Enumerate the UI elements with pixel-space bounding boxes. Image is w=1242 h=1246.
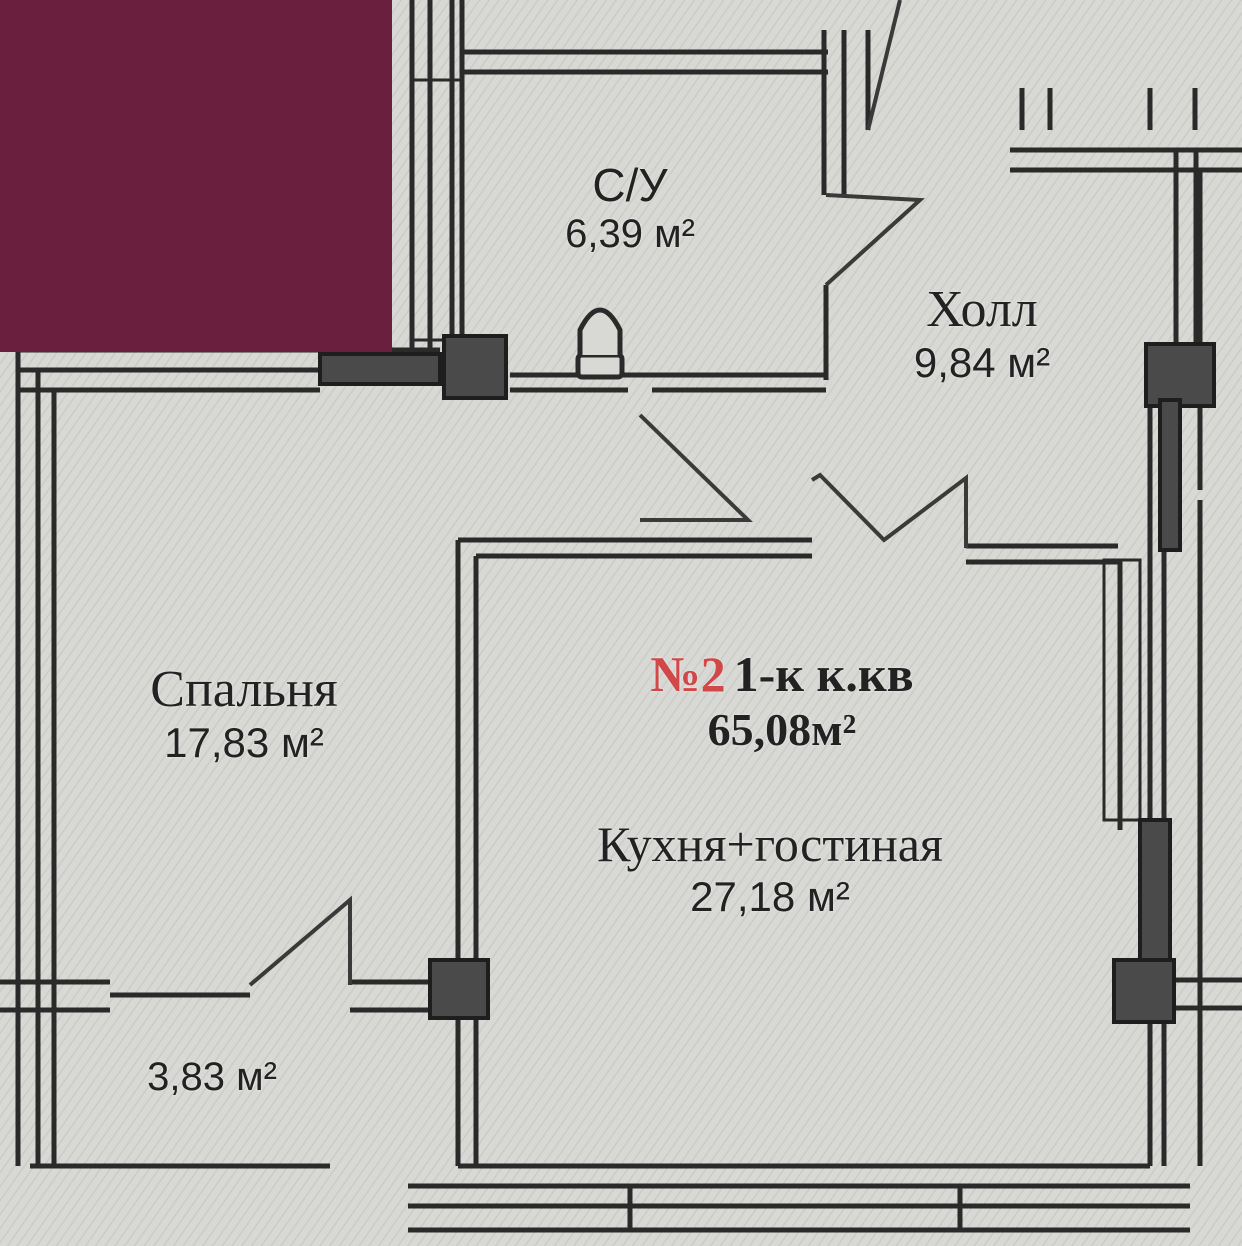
balcony-divider (0, 979, 440, 1013)
bathroom-door (824, 193, 925, 287)
top-wall (462, 49, 828, 75)
hall-door (638, 413, 753, 522)
bathroom-bottom-wall (510, 372, 826, 393)
apartment-total-area: 65,08м² (707, 704, 857, 755)
bathroom-name: С/У (592, 159, 668, 211)
pillar-kitchen-right-wall (1138, 818, 1172, 962)
kitchen-left-wall (455, 540, 479, 1166)
hall-right-wall (1173, 150, 1199, 360)
redaction-block (0, 0, 392, 352)
bedroom-left-wall (15, 350, 57, 1166)
pillar-hall-wall (1158, 398, 1182, 552)
kitchen-window-frame (1102, 558, 1142, 822)
hall-name: Холл (926, 281, 1038, 338)
apartment-type: 1-к к.кв (733, 646, 914, 702)
right-edge-wall (1170, 170, 1242, 1166)
kitchen-area: 27,18 м² (690, 873, 850, 920)
kitchen-bottom-wall (408, 1163, 1190, 1233)
bathroom-label: С/У 6,39 м² (565, 158, 695, 257)
apartment-title: №2 1-к к.кв (650, 645, 913, 703)
pillar-bathroom (442, 334, 508, 400)
apartment-label: №2 1-к к.кв 65,08м² (650, 645, 913, 756)
bedroom-name: Спальня (150, 661, 338, 718)
kitchen-label: Кухня+гостиная 27,18 м² (597, 815, 943, 921)
hall-label: Холл 9,84 м² (914, 280, 1050, 387)
kitchen-door (810, 472, 968, 548)
bedroom-label: Спальня 17,83 м² (150, 660, 337, 767)
entrance-door (866, 0, 902, 131)
pillar-bedroom-top (318, 352, 442, 386)
hall-top-wall (1010, 88, 1242, 173)
door-swings (248, 0, 968, 987)
hall-area: 9,84 м² (913, 339, 1051, 386)
bottom-window-frame (627, 1186, 963, 1230)
balcony-area: 3,83 м² (147, 1055, 277, 1099)
bathroom-area: 6,39 м² (565, 212, 695, 256)
kitchen-name: Кухня+гостиная (597, 816, 943, 872)
pillar-kitchen-right (1112, 958, 1176, 1024)
pillar-kitchen-left (428, 958, 490, 1020)
balcony-label: 3,83 м² (147, 1055, 277, 1100)
pillar-hall-right (1144, 342, 1216, 408)
toilet-icon (575, 307, 625, 380)
balcony-door (248, 895, 352, 987)
kitchen-top-wall (458, 537, 1118, 565)
bathroom-right-wall (821, 30, 871, 195)
bedroom-area: 17,83 м² (164, 719, 324, 766)
bathroom-window-frame (410, 78, 464, 342)
apartment-number: №2 (650, 646, 726, 702)
